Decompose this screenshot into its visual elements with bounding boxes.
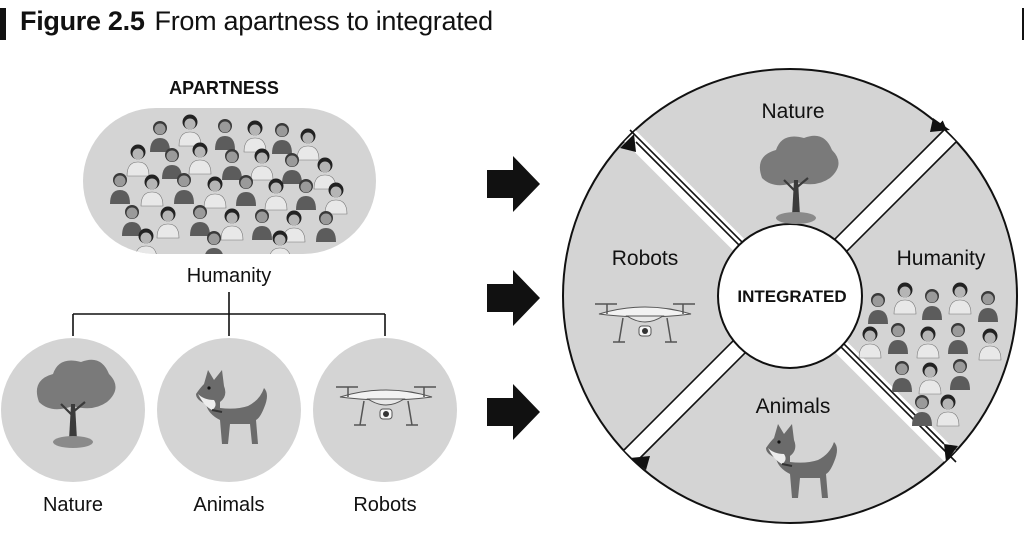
transition-arrows	[487, 156, 540, 440]
figure-caption: From apartness to integrated	[154, 6, 494, 36]
right-rule	[1022, 8, 1024, 40]
segment-robots-label: Robots	[612, 247, 679, 270]
figure-number: Figure 2.5	[20, 6, 145, 36]
branch-robots-label: Robots	[353, 494, 416, 516]
segment-humanity-label: Humanity	[897, 247, 986, 270]
arrow-right-icon	[487, 270, 540, 326]
branch-connectors	[72, 292, 386, 336]
arrow-right-icon	[487, 384, 540, 440]
segment-animals-label: Animals	[756, 395, 831, 418]
arrow-right-icon	[487, 156, 540, 212]
branch-robots	[313, 338, 457, 482]
integrated-center-label: INTEGRATED	[737, 287, 846, 306]
branch-nature	[1, 338, 145, 482]
cycle-arrow-heads	[620, 118, 958, 470]
figure-title: Figure 2.5 From apartness to integrated	[20, 6, 493, 37]
branch-animals-label: Animals	[193, 494, 264, 516]
apartness-heading: APARTNESS	[169, 78, 279, 98]
title-accent-bar	[0, 8, 6, 40]
humanity-label: Humanity	[187, 265, 271, 287]
humanity-crowd	[83, 108, 376, 254]
branch-animals	[157, 338, 301, 482]
branch-nature-label: Nature	[43, 494, 103, 516]
integrated-wheel: INTEGRATED Nature Humanity Animals Robot…	[562, 68, 1018, 524]
segment-nature-label: Nature	[761, 100, 824, 123]
